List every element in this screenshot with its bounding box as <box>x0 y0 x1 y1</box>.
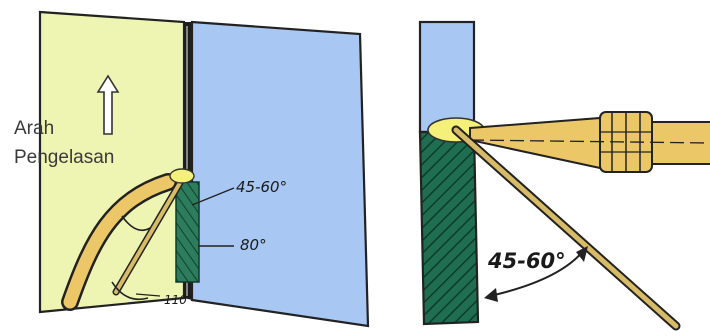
upper-plate <box>420 22 474 132</box>
flame <box>170 169 194 183</box>
direction-label-line1: Arah <box>14 118 54 139</box>
weld-bead <box>176 182 199 282</box>
angle-label-110: 110° <box>164 293 193 307</box>
right-view: 45-60° <box>420 22 710 326</box>
left-view: Arah Pengelasan 45-60° 80° 110° <box>14 12 368 326</box>
blue-plate <box>192 22 368 326</box>
angle-label-80: 80° <box>240 236 267 254</box>
angle-label-45-60: 45-60° <box>236 178 287 196</box>
arrowhead-icon <box>484 288 498 302</box>
lower-plate-weld <box>420 132 478 324</box>
arrowhead-icon-2 <box>576 246 588 262</box>
direction-label-line2: Pengelasan <box>14 147 114 168</box>
torch-body <box>470 112 710 172</box>
angle-label-right: 45-60° <box>487 249 566 273</box>
